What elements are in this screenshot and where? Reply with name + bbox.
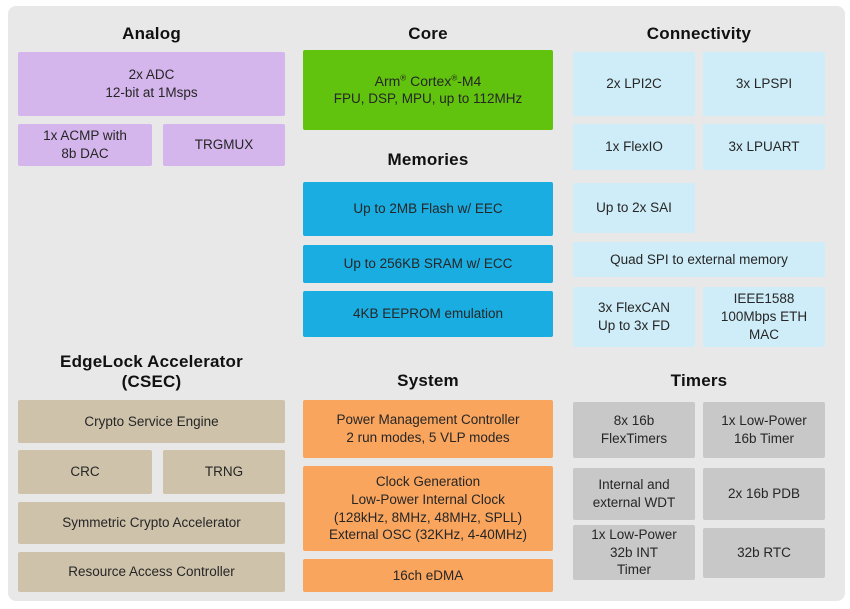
- block-line: 16ch eDMA: [392, 567, 464, 583]
- section-title-line: EdgeLock Accelerator: [60, 352, 243, 371]
- block-lpit: 1x Low-Power 32b INT Timer: [573, 525, 695, 580]
- block-crc: CRC: [18, 450, 152, 494]
- block-trgmux: TRGMUX: [163, 124, 285, 166]
- block-line: Up to 2x SAI: [596, 200, 672, 216]
- block-flextimers: 8x 16b FlexTimers: [573, 402, 695, 458]
- block-line: Timer: [617, 562, 651, 578]
- block-pdb: 2x 16b PDB: [703, 468, 825, 520]
- block-line: 32b RTC: [737, 545, 791, 561]
- block-line: 1x Low-Power: [721, 413, 807, 429]
- block-adc: 2x ADC 12-bit at 1Msps: [18, 52, 285, 116]
- block-line: CRC: [70, 464, 100, 480]
- block-resource-access: Resource Access Controller: [18, 552, 285, 592]
- block-lp-16b-timer: 1x Low-Power 16b Timer: [703, 402, 825, 458]
- block-symmetric-crypto: Symmetric Crypto Accelerator: [18, 502, 285, 544]
- block-line: Up to 2MB Flash w/ EEC: [353, 201, 503, 217]
- block-line: 2 run modes, 5 VLP modes: [346, 430, 510, 445]
- block-sai: Up to 2x SAI: [573, 183, 695, 233]
- block-line: Power Management Controller: [336, 412, 520, 428]
- block-line: 8b DAC: [61, 146, 109, 161]
- block-line: TRGMUX: [194, 137, 254, 153]
- block-eeprom: 4KB EEPROM emulation: [303, 291, 553, 337]
- block-line: TRNG: [204, 464, 244, 480]
- block-flexio: 1x FlexIO: [573, 124, 695, 170]
- block-line: MAC: [749, 326, 779, 342]
- block-pmc: Power Management Controller 2 run modes,…: [303, 400, 553, 458]
- block-line: Internal and: [598, 477, 670, 493]
- block-lpspi: 3x LPSPI: [703, 52, 825, 116]
- block-line: 2x ADC: [128, 67, 175, 83]
- block-line: 1x FlexIO: [605, 139, 663, 155]
- section-title-edgelock: EdgeLock Accelerator (CSEC): [18, 352, 285, 392]
- section-title-memories: Memories: [387, 150, 469, 169]
- block-line: 1x ACMP with: [43, 128, 127, 144]
- section-title-line: (CSEC): [121, 372, 182, 391]
- block-line: (128kHz, 8MHz, 48MHz, SPLL): [333, 509, 523, 525]
- block-wdt: Internal and external WDT: [573, 468, 695, 520]
- block-line: External OSC (32KHz, 4-40MHz): [328, 527, 528, 543]
- block-quadspi: Quad SPI to external memory: [573, 242, 825, 277]
- block-line: 2x 16b PDB: [727, 486, 801, 502]
- block-lpi2c: 2x LPI2C: [573, 52, 695, 116]
- block-line: Clock Generation: [375, 473, 481, 489]
- block-line: Resource Access Controller: [68, 564, 235, 580]
- block-line: 1x Low-Power: [591, 526, 677, 542]
- block-line: 3x LPUART: [728, 139, 800, 155]
- block-line: 3x FlexCAN: [597, 300, 670, 316]
- block-trng: TRNG: [163, 450, 285, 494]
- block-line: 4KB EEPROM emulation: [352, 306, 504, 322]
- block-line: 32b INT: [609, 544, 659, 560]
- section-title-core: Core: [408, 24, 448, 43]
- block-line: 8x 16b: [613, 413, 655, 429]
- section-title-system: System: [397, 371, 459, 390]
- block-clock-generation: Clock Generation Low-Power Internal Cloc…: [303, 466, 553, 551]
- block-rtc: 32b RTC: [703, 528, 825, 578]
- block-line: 2x LPI2C: [606, 76, 662, 92]
- block-line: Crypto Service Engine: [84, 413, 219, 429]
- block-flash: Up to 2MB Flash w/ EEC: [303, 182, 553, 236]
- block-acmp: 1x ACMP with 8b DAC: [18, 124, 152, 166]
- block-line: FlexTimers: [600, 431, 668, 446]
- block-line: IEEE1588: [733, 291, 795, 307]
- block-sram: Up to 256KB SRAM w/ ECC: [303, 245, 553, 283]
- block-line: Low-Power Internal Clock: [351, 491, 505, 507]
- block-cortex-m4: Arm® Cortex®-M4 FPU, DSP, MPU, up to 112…: [303, 50, 553, 130]
- block-line: 16b Timer: [733, 431, 795, 446]
- block-line: 100Mbps ETH: [720, 309, 808, 325]
- block-line: Up to 256KB SRAM w/ ECC: [343, 256, 513, 272]
- block-line: Up to 3x FD: [597, 318, 671, 333]
- block-line: external WDT: [592, 495, 676, 510]
- block-line: FPU, DSP, MPU, up to 112MHz: [333, 91, 523, 107]
- block-line: Symmetric Crypto Accelerator: [62, 515, 241, 531]
- section-title-connectivity: Connectivity: [646, 24, 752, 43]
- block-line: 12-bit at 1Msps: [105, 85, 198, 100]
- block-edma: 16ch eDMA: [303, 559, 553, 592]
- block-line: Arm® Cortex®-M4: [374, 72, 482, 89]
- block-lpuart: 3x LPUART: [703, 124, 825, 170]
- block-line: 3x LPSPI: [735, 76, 793, 92]
- section-title-timers: Timers: [670, 371, 728, 390]
- section-title-analog: Analog: [122, 24, 181, 43]
- block-crypto-service-engine: Crypto Service Engine: [18, 400, 285, 443]
- block-ethernet: IEEE1588 100Mbps ETH MAC: [703, 287, 825, 347]
- block-flexcan: 3x FlexCAN Up to 3x FD: [573, 287, 695, 347]
- block-line: Quad SPI to external memory: [610, 251, 788, 267]
